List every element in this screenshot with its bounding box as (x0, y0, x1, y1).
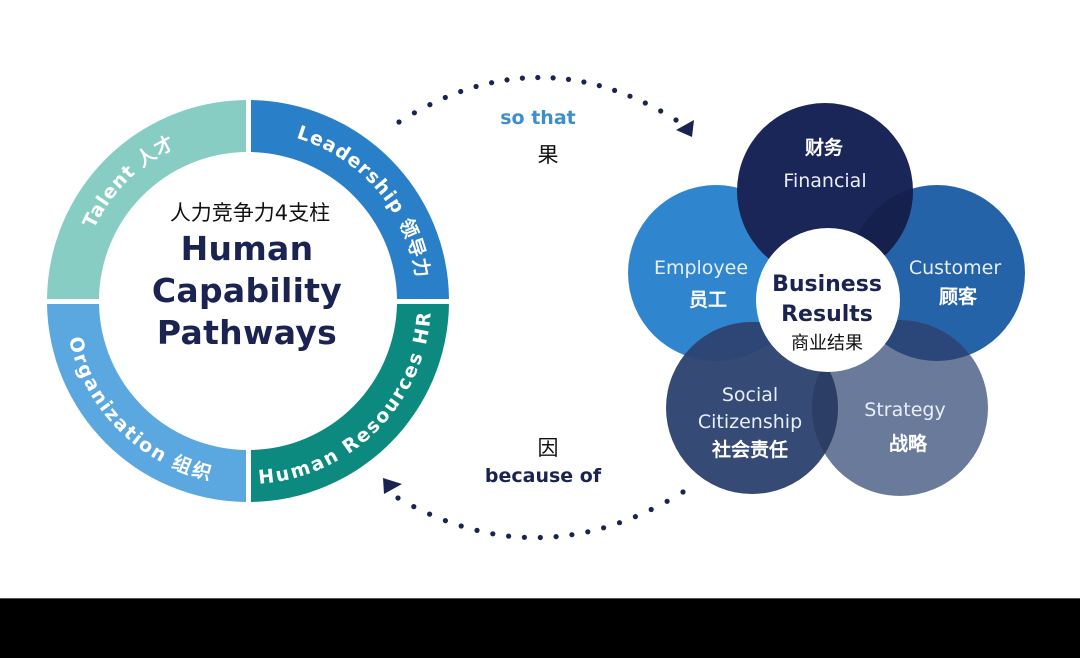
dot (490, 531, 496, 537)
dot (616, 520, 623, 526)
wheel-title-line-3: Pathways (156, 313, 338, 352)
dot (458, 88, 464, 95)
dot (642, 100, 648, 106)
dot (596, 83, 602, 89)
petal-social-en-1: Social (721, 384, 779, 406)
segment-organization (47, 304, 246, 502)
bottom-black-bar (0, 598, 1080, 658)
dot (396, 119, 402, 125)
petal-strategy-en: Strategy (864, 399, 946, 421)
petal-social-cn: 社会责任 (711, 439, 789, 461)
dot (442, 518, 448, 524)
core-title-line-1: Business (772, 272, 882, 297)
core-title-line-2: Results (781, 302, 873, 327)
petal-social-en-2: Citizenship (697, 411, 803, 433)
dot (395, 495, 401, 501)
dot (535, 74, 541, 81)
connector-cause-cn: 因 (537, 436, 559, 460)
dot (627, 93, 633, 99)
dot (519, 75, 526, 81)
overlap-financial-customer (849, 185, 913, 279)
dot (658, 108, 664, 114)
wheel-title-cn: 人力竞争力4支柱 (169, 201, 331, 225)
dot (411, 504, 417, 510)
core-title-cn: 商业结果 (791, 333, 863, 354)
dot (673, 117, 679, 123)
dot (506, 533, 512, 539)
dot (585, 529, 591, 535)
petal-financial-cn: 财务 (804, 137, 844, 159)
dot (537, 534, 543, 541)
dot (458, 523, 464, 529)
connector-because-of: because of (484, 465, 602, 487)
connector-so-that: so that (500, 107, 576, 129)
dot (565, 76, 572, 82)
dotted-arc-because-of (395, 489, 686, 541)
segment-human-resources (251, 304, 449, 502)
dot (581, 79, 587, 85)
segment-leadership (251, 100, 449, 299)
dot (489, 80, 495, 86)
business-results-flower (628, 103, 1025, 496)
segment-talent (47, 100, 246, 299)
capability-ring (47, 100, 449, 502)
petal-social-citizenship (666, 322, 838, 494)
petal-employee-cn: 员工 (688, 289, 728, 311)
petal-employee-en: Employee (653, 257, 749, 279)
dotted-arc-so-that (396, 74, 679, 125)
dot (504, 77, 510, 83)
dot (427, 511, 433, 517)
arrowhead-right-icon (676, 120, 694, 137)
dot (521, 534, 528, 540)
dot (612, 87, 618, 93)
dot (473, 83, 479, 90)
petal-financial-en: Financial (783, 170, 867, 192)
dot (664, 498, 670, 504)
dot (601, 525, 607, 531)
wheel-title-line-2: Capability (151, 271, 343, 310)
dot (680, 489, 686, 495)
petal-customer-cn: 顾客 (938, 286, 978, 308)
connector-result-cn: 果 (537, 143, 559, 167)
dot (553, 534, 559, 540)
wheel-title-line-1: Human (180, 229, 314, 268)
dot (550, 75, 556, 81)
business-results-core (756, 228, 900, 372)
dot (474, 527, 480, 534)
dot (427, 102, 433, 108)
dot (569, 532, 575, 538)
dot (411, 110, 417, 116)
dot (648, 506, 654, 513)
dot (632, 514, 639, 520)
petal-customer-en: Customer (908, 257, 1002, 279)
dot (442, 94, 448, 101)
arrowhead-left-icon (383, 478, 402, 494)
petal-strategy-cn: 战略 (888, 433, 928, 455)
